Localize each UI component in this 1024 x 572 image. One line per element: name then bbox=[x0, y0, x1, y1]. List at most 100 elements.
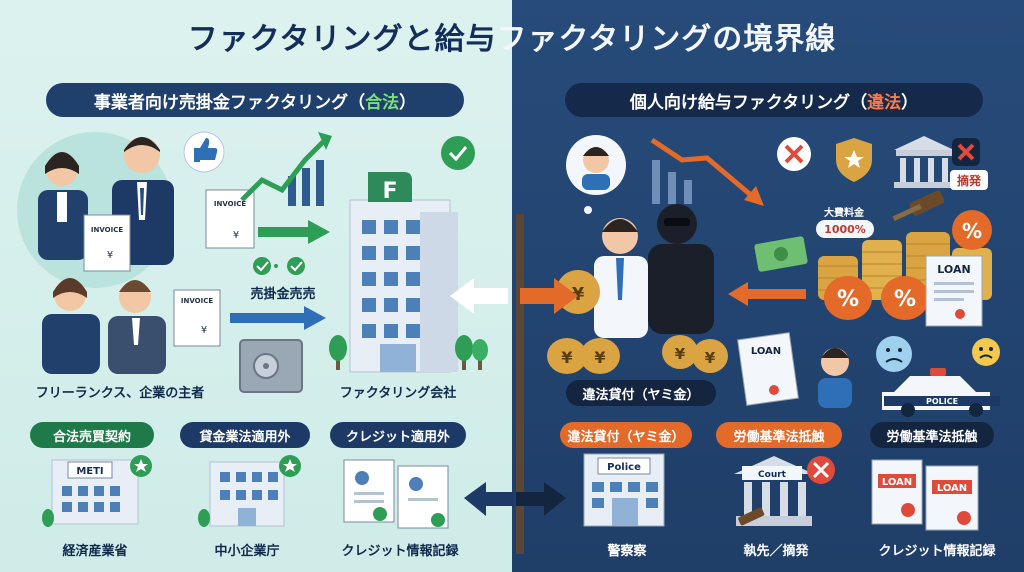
title-right: ファクタリングの境界線 bbox=[496, 22, 837, 57]
loan-document-icon: LOAN bbox=[925, 255, 983, 327]
svg-text:¥: ¥ bbox=[561, 348, 572, 367]
legal-header-text: 事業者向け売掛金ファクタリング（ bbox=[93, 92, 366, 113]
court-building-icon: Court bbox=[734, 456, 814, 526]
raid-label: 摘発 bbox=[950, 170, 988, 190]
svg-text:¥: ¥ bbox=[572, 284, 585, 305]
svg-text:%: % bbox=[894, 287, 916, 312]
tree-icon bbox=[455, 335, 473, 370]
svg-text:%: % bbox=[962, 219, 982, 243]
exchange-arrow-icon bbox=[464, 482, 566, 516]
forbidden-icon bbox=[807, 456, 835, 484]
shady-lender-icon bbox=[648, 204, 714, 334]
svg-text:¥: ¥ bbox=[107, 250, 113, 261]
safe-icon bbox=[239, 339, 303, 393]
percent-money-bag-icon: % bbox=[824, 276, 872, 320]
svg-text:%: % bbox=[837, 287, 859, 312]
person-man-icon bbox=[108, 280, 166, 374]
legal-header: 事業者向け売掛金ファクタリング（合法） bbox=[46, 83, 464, 117]
invoice-document-icon: INVOICE ¥ bbox=[173, 289, 221, 347]
gavel-icon bbox=[892, 190, 945, 222]
worried-person-icon bbox=[566, 135, 626, 214]
svg-text:¥: ¥ bbox=[201, 325, 207, 336]
svg-text:F: F bbox=[382, 179, 397, 204]
loan-record-document-icon: LOAN LOAN bbox=[871, 459, 979, 531]
credit-record-caption: クレジット情報記録 bbox=[341, 544, 459, 559]
declining-chart-icon bbox=[650, 137, 764, 206]
illegal-header-suffix: ） bbox=[901, 92, 919, 113]
legal-status: 合法 bbox=[365, 92, 400, 113]
exchange-arrow-icon bbox=[450, 278, 578, 314]
percent-money-bag-icon: % bbox=[952, 210, 992, 250]
person-woman-icon bbox=[42, 278, 100, 374]
courthouse-icon bbox=[894, 136, 954, 188]
tree-icon bbox=[329, 335, 347, 370]
svg-text:LOAN: LOAN bbox=[751, 346, 781, 357]
cash-icon bbox=[754, 236, 808, 272]
sme-agency-building-icon bbox=[209, 455, 301, 527]
sad-face-icon bbox=[972, 338, 1000, 366]
illegal-header: 個人向け給与ファクタリング（違法） bbox=[565, 83, 983, 117]
forbidden-icon bbox=[777, 137, 811, 171]
worried-face-icon bbox=[876, 336, 912, 372]
tag-lending-law-exempt: 貸金業法適用外 bbox=[180, 422, 310, 448]
svg-text:INVOICE: INVOICE bbox=[181, 297, 213, 305]
tag-labor-law-violation: 労働基準法抵触 bbox=[716, 422, 842, 448]
double-check-icon bbox=[253, 257, 305, 275]
svg-text:METI: METI bbox=[76, 466, 103, 477]
title-left: ファクタリングと給与 bbox=[187, 22, 497, 57]
svg-text:摘発: 摘発 bbox=[957, 173, 982, 188]
svg-text:INVOICE: INVOICE bbox=[91, 226, 123, 234]
credit-record-caption-right: クレジット情報記録 bbox=[878, 544, 996, 559]
meti-building-icon: METI bbox=[51, 455, 152, 525]
svg-text:¥: ¥ bbox=[594, 348, 605, 367]
loan-document-icon: LOAN bbox=[737, 332, 799, 406]
rate-label: 大費料金 bbox=[824, 206, 865, 219]
svg-text:LOAN: LOAN bbox=[937, 263, 970, 276]
page-title: ファクタリングと給与ファクタリングの境界線 bbox=[0, 14, 1024, 58]
sme-agency-caption: 中小企業庁 bbox=[214, 544, 280, 559]
enforcement-caption: 執先／摘発 bbox=[743, 544, 809, 559]
illegal-loan-badge: 違法貸付（ヤミ金） bbox=[566, 380, 716, 406]
svg-text:Court: Court bbox=[758, 470, 787, 480]
tree-icon bbox=[42, 509, 54, 527]
rising-chart-icon bbox=[240, 132, 332, 206]
flow-label: 売掛金売売 bbox=[250, 286, 315, 302]
police-station-icon: Police bbox=[583, 453, 665, 527]
svg-text:LOAN: LOAN bbox=[882, 477, 912, 488]
credit-record-document-icon bbox=[343, 459, 449, 529]
invoice-document-icon: INVOICE ¥ bbox=[205, 189, 255, 249]
people-caption: フリーランクス、企業の主者 bbox=[35, 386, 205, 401]
svg-text:¥: ¥ bbox=[705, 349, 716, 367]
svg-text:¥: ¥ bbox=[675, 345, 686, 363]
approved-check-icon bbox=[441, 136, 475, 170]
illegal-illustration: 摘発 大費料金 1000% % % % LOAN bbox=[547, 135, 1000, 531]
sad-person-icon bbox=[818, 348, 852, 408]
center-arrows bbox=[450, 278, 578, 516]
forbidden-icon bbox=[952, 138, 980, 166]
svg-text:INVOICE: INVOICE bbox=[214, 200, 246, 208]
tree-icon bbox=[472, 339, 488, 370]
factoring-company-building-icon: F bbox=[349, 172, 458, 373]
company-caption: ファクタリング会社 bbox=[339, 386, 457, 401]
legal-header-suffix: ） bbox=[399, 92, 417, 113]
rate-badge: 1000% bbox=[816, 220, 874, 238]
flow-arrow-blue bbox=[230, 306, 326, 330]
svg-text:¥: ¥ bbox=[233, 230, 239, 241]
invoice-document-icon: INVOICE ¥ bbox=[83, 214, 131, 272]
police-badge-icon bbox=[836, 138, 872, 182]
svg-text:Police: Police bbox=[607, 462, 641, 473]
police-car-icon: POLICE bbox=[882, 368, 1000, 417]
police-caption: 警察察 bbox=[607, 544, 647, 559]
illegal-status: 違法 bbox=[867, 92, 902, 113]
percent-money-bag-icon: % bbox=[881, 276, 929, 320]
svg-text:LOAN: LOAN bbox=[937, 483, 967, 494]
legal-illustration: INVOICE ¥ INVOICE ¥ INVOICE ¥ bbox=[17, 131, 488, 529]
flow-arrow-green bbox=[258, 220, 330, 244]
tag-legal-sale: 合法売買契約 bbox=[30, 422, 154, 448]
worried-worker-icon bbox=[594, 218, 648, 338]
meti-caption: 経済産業省 bbox=[62, 544, 128, 559]
tree-icon bbox=[198, 509, 210, 527]
yen-money-bag-icon: ¥ ¥ ¥ ¥ bbox=[547, 335, 728, 374]
tag-illegal-loan: 違法貸付（ヤミ金） bbox=[560, 422, 692, 448]
thumbs-up-icon bbox=[183, 131, 225, 173]
